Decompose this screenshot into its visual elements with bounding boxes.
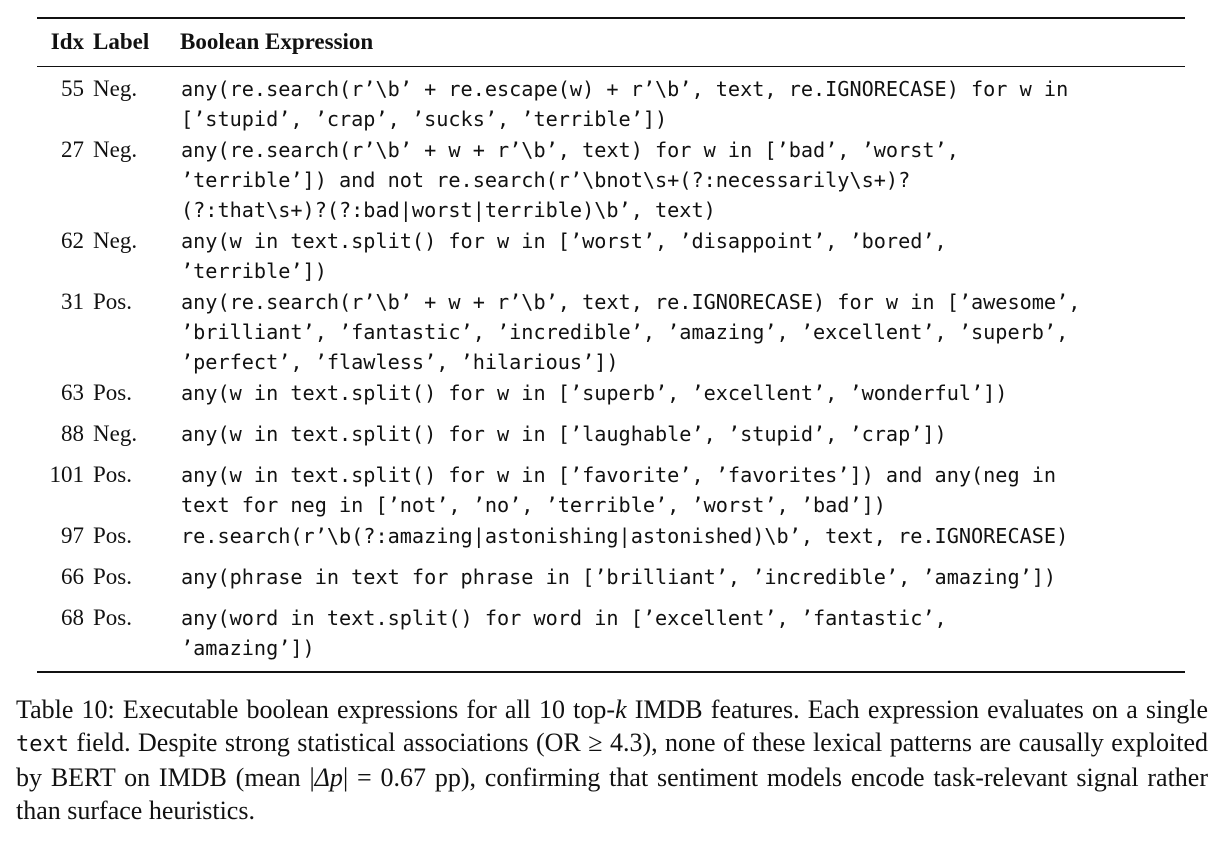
results-table-container: Idx Label Boolean Expression 55 Neg. any… <box>37 17 1185 673</box>
table-top-rule <box>37 17 1185 19</box>
row-label: Neg. <box>93 76 138 101</box>
row-idx: 31 <box>61 289 84 314</box>
table-row: 97 Pos. re.search(r’\b(?:amazing|astonis… <box>37 520 1185 551</box>
row-expression: any(w in text.split() for w in [’laughab… <box>181 422 947 446</box>
row-expression: any(word in text.split() for word in [’e… <box>181 606 947 660</box>
table-header: Idx Label Boolean Expression <box>37 19 1185 66</box>
row-expression: any(w in text.split() for w in [’superb’… <box>181 381 1008 405</box>
row-expression: re.search(r’\b(?:amazing|astonishing|ast… <box>181 524 1069 548</box>
row-idx: 97 <box>61 523 84 548</box>
row-label: Pos. <box>93 564 132 589</box>
row-idx: 27 <box>61 137 84 162</box>
caption-k: k <box>615 695 627 724</box>
table-row: 88 Neg. any(w in text.split() for w in [… <box>37 408 1185 449</box>
row-expression: any(w in text.split() for w in [’favorit… <box>181 463 1057 517</box>
boolean-expression-table: Idx Label Boolean Expression <box>37 19 1185 66</box>
caption-text-2: IMDB features. Each expression evaluates… <box>626 695 1208 724</box>
row-idx: 68 <box>61 605 84 630</box>
table-row: 55 Neg. any(re.search(r’\b’ + re.escape(… <box>37 67 1185 134</box>
table-row: 31 Pos. any(re.search(r’\b’ + w + r’\b’,… <box>37 286 1185 377</box>
table-bottom-rule <box>37 671 1185 673</box>
row-idx: 66 <box>61 564 84 589</box>
table-row: 62 Neg. any(w in text.split() for w in [… <box>37 225 1185 286</box>
row-idx: 63 <box>61 380 84 405</box>
table-row: 101 Pos. any(w in text.split() for w in … <box>37 449 1185 520</box>
row-label: Neg. <box>93 137 138 162</box>
table-row: 66 Pos. any(phrase in text for phrase in… <box>37 551 1185 592</box>
row-label: Neg. <box>93 228 138 253</box>
table-body: 55 Neg. any(re.search(r’\b’ + re.escape(… <box>37 67 1185 663</box>
caption-text-3: field. Despite strong statistical associ… <box>16 728 1208 792</box>
caption-text-1: Table 10: Executable boolean expressions… <box>16 695 616 724</box>
caption-field-name: text <box>16 732 69 757</box>
table-row: 63 Pos. any(w in text.split() for w in [… <box>37 377 1185 408</box>
caption-text-4: | = 0.67 pp), confirming that sentiment … <box>16 763 1208 825</box>
table-row: 68 Pos. any(word in text.split() for wor… <box>37 592 1185 663</box>
header-label: Label <box>93 29 150 54</box>
header-idx: Idx <box>50 29 84 54</box>
row-label: Pos. <box>93 605 132 630</box>
table-row: 27 Neg. any(re.search(r’\b’ + w + r’\b’,… <box>37 134 1185 225</box>
row-label: Pos. <box>93 462 132 487</box>
row-label: Pos. <box>93 523 132 548</box>
row-idx: 62 <box>61 228 84 253</box>
row-expression: any(re.search(r’\b’ + w + r’\b’, text) f… <box>181 138 959 222</box>
table-header-rule <box>37 66 1185 67</box>
caption-delta-p: Δp <box>314 763 343 792</box>
row-expression: any(re.search(r’\b’ + w + r’\b’, text, r… <box>181 290 1081 374</box>
row-expression: any(w in text.split() for w in [’worst’,… <box>181 229 947 283</box>
table-caption: Table 10: Executable boolean expressions… <box>16 693 1208 827</box>
table-header-row: Idx Label Boolean Expression <box>37 19 1185 66</box>
row-expression: any(phrase in text for phrase in [’brill… <box>181 565 1057 589</box>
header-expression: Boolean Expression <box>180 29 374 54</box>
row-idx: 101 <box>49 462 85 487</box>
row-label: Pos. <box>93 380 132 405</box>
row-label: Neg. <box>93 421 138 446</box>
row-expression: any(re.search(r’\b’ + re.escape(w) + r’\… <box>181 77 1069 131</box>
row-idx: 55 <box>61 76 84 101</box>
row-idx: 88 <box>61 421 84 446</box>
row-label: Pos. <box>93 289 132 314</box>
